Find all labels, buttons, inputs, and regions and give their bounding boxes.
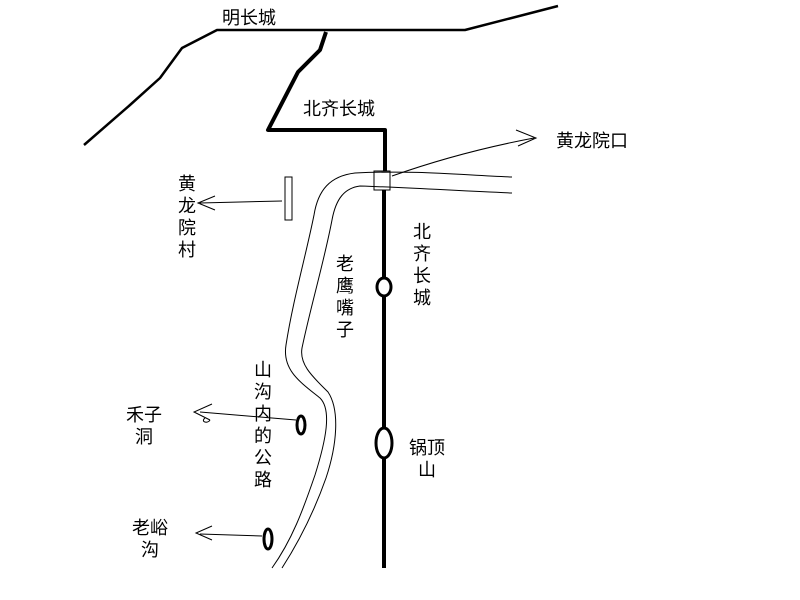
huanglongyuan-kou-arrow-line — [391, 137, 535, 177]
label-laoyingzui: 老鹰嘴子 — [336, 254, 354, 341]
huanglongyuan-kou-arrowhead — [515, 129, 538, 147]
label-laoyu-gou: 老峪沟 — [132, 518, 168, 561]
northern-qi-wall-upper-line — [266, 31, 387, 172]
guoding-shan-tower-marker — [374, 426, 394, 460]
laoyu-gou-arrow-line — [199, 533, 263, 537]
valley-road-inner-line — [281, 185, 513, 569]
ming-great-wall-line — [83, 4, 559, 146]
label-northern-qi-wall-side: 北齐长城 — [413, 222, 431, 309]
hezi-dong-arrowhead — [192, 403, 213, 421]
label-northern-qi-wall-top: 北齐长城 — [303, 99, 375, 120]
label-ming-great-wall: 明长城 — [222, 8, 276, 29]
label-huanglongyuan-village: 黄龙院村 — [178, 174, 196, 261]
hezi-dong-arrow-tail — [202, 417, 211, 423]
label-hezi-dong: 禾子洞 — [126, 405, 162, 448]
huanglongyuan-village-marker — [284, 176, 293, 221]
laoyu-gou-arrowhead — [194, 525, 213, 541]
hezi-dong-junction-marker — [295, 414, 307, 436]
hezi-dong-arrow-line — [199, 411, 297, 421]
huanglongyuan-village-arrowhead — [196, 195, 216, 211]
laoyu-gou-junction-marker — [262, 527, 274, 551]
laoyingzui-tower-marker — [375, 276, 393, 298]
label-valley-road: 山沟内的公路 — [254, 360, 272, 491]
huanglongyuan-village-arrow-line — [199, 200, 283, 204]
label-huanglongyuan-kou: 黄龙院口 — [556, 131, 628, 152]
valley-road-outer-line — [271, 171, 513, 569]
label-guoding-shan: 锅顶山 — [409, 438, 445, 481]
huanglongyuan-pass-box — [373, 170, 391, 191]
